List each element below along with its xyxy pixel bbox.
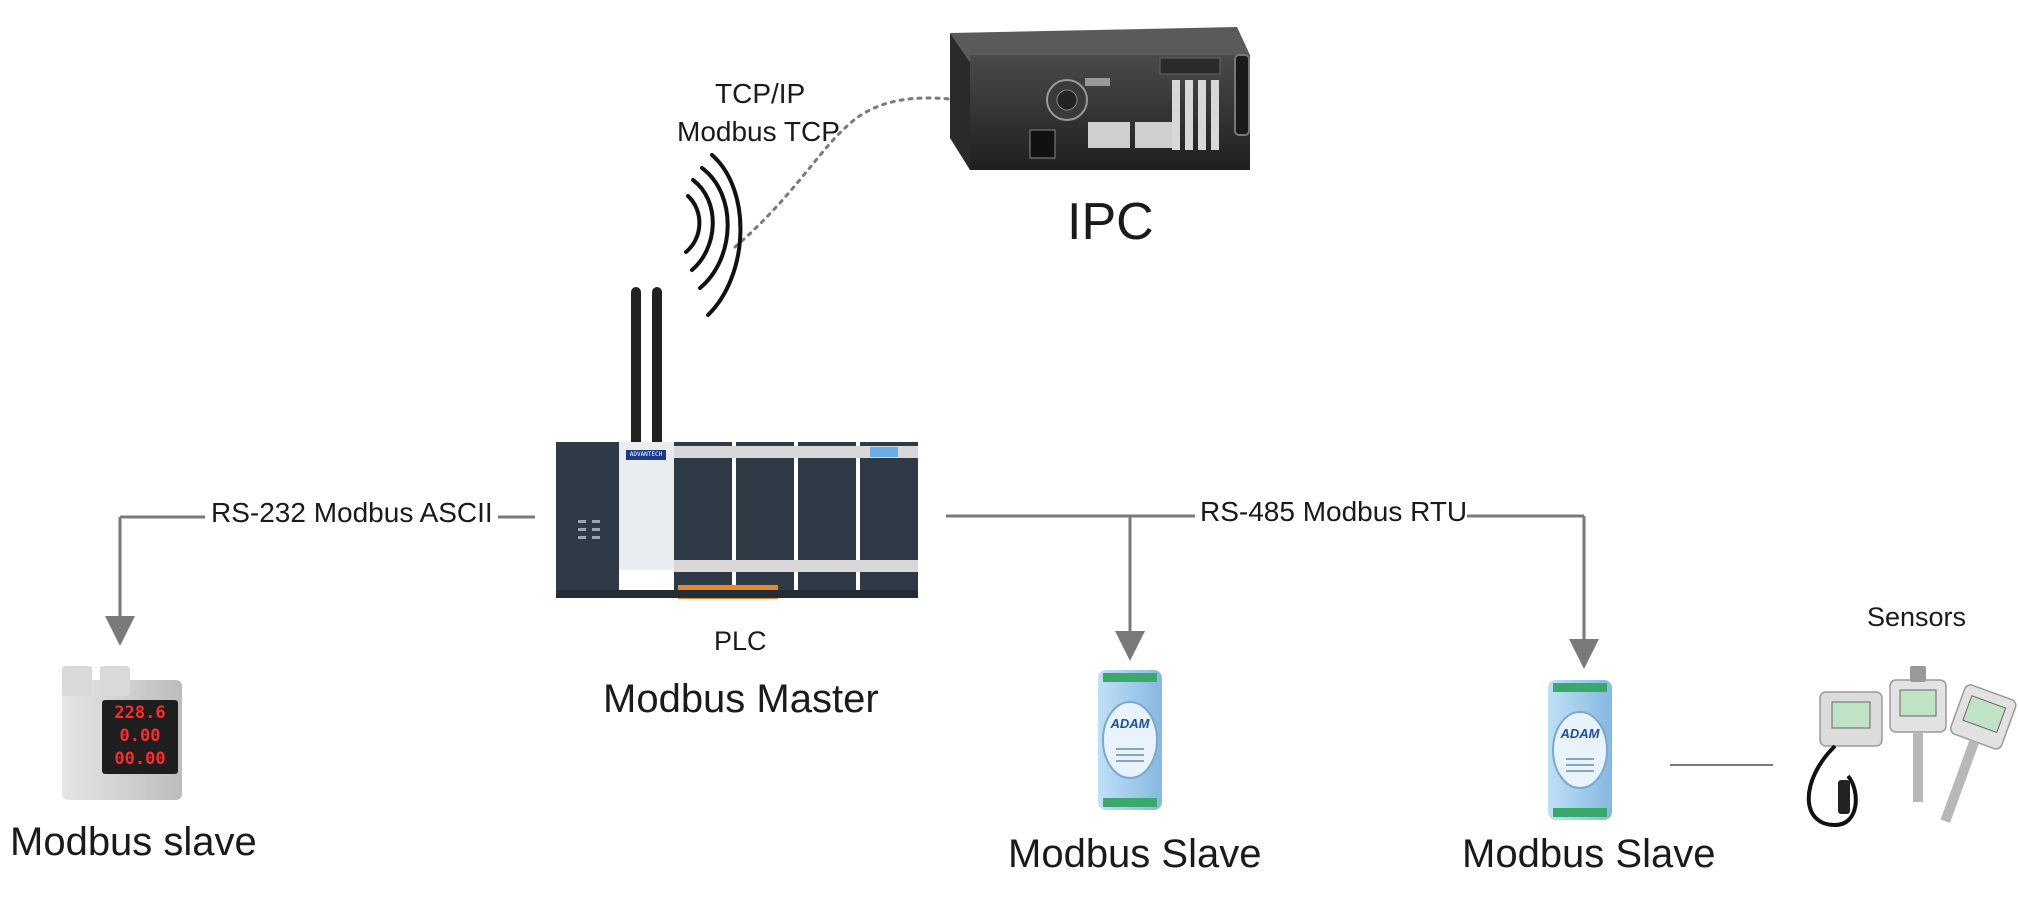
label-tcp-ip: TCP/IP	[715, 78, 806, 109]
label-modbus-tcp: Modbus TCP	[677, 116, 840, 147]
label-rs485: RS-485 Modbus RTU	[1200, 496, 1468, 527]
label-modbus-slave-meter: Modbus slave	[10, 820, 257, 864]
plc-brand-badge: ADVANTECH	[629, 451, 663, 458]
label-rs232: RS-232 Modbus ASCII	[211, 497, 493, 528]
adam-brand-2: ADAM	[1560, 726, 1600, 741]
label-modbus-slave-2: Modbus Slave	[1462, 832, 1716, 876]
label-sensors: Sensors	[1867, 602, 1967, 632]
plc-device	[556, 287, 918, 599]
connector-rs232	[105, 515, 535, 646]
meter-reading-3: 00.00	[114, 749, 166, 769]
wireless-icon	[684, 153, 743, 317]
adam-brand-1: ADAM	[1110, 716, 1150, 731]
connector-rs485	[946, 514, 1599, 669]
connector-tcp-wireless	[733, 96, 952, 249]
ipc-device	[950, 27, 1250, 170]
antenna-right	[652, 287, 662, 447]
meter-device	[62, 666, 182, 800]
label-ipc: IPC	[1067, 193, 1154, 251]
adam-module-1	[1098, 670, 1162, 810]
antenna-left	[631, 287, 641, 447]
adam-module-2	[1548, 680, 1612, 820]
sensors-group	[1806, 666, 2017, 828]
meter-reading-2: 0.00	[119, 726, 161, 746]
meter-display: 228.6 0.00 00.00	[104, 702, 176, 771]
label-plc: PLC	[714, 626, 767, 656]
label-modbus-master: Modbus Master	[603, 677, 879, 721]
meter-reading-1: 228.6	[114, 703, 166, 723]
label-modbus-slave-1: Modbus Slave	[1008, 832, 1262, 876]
